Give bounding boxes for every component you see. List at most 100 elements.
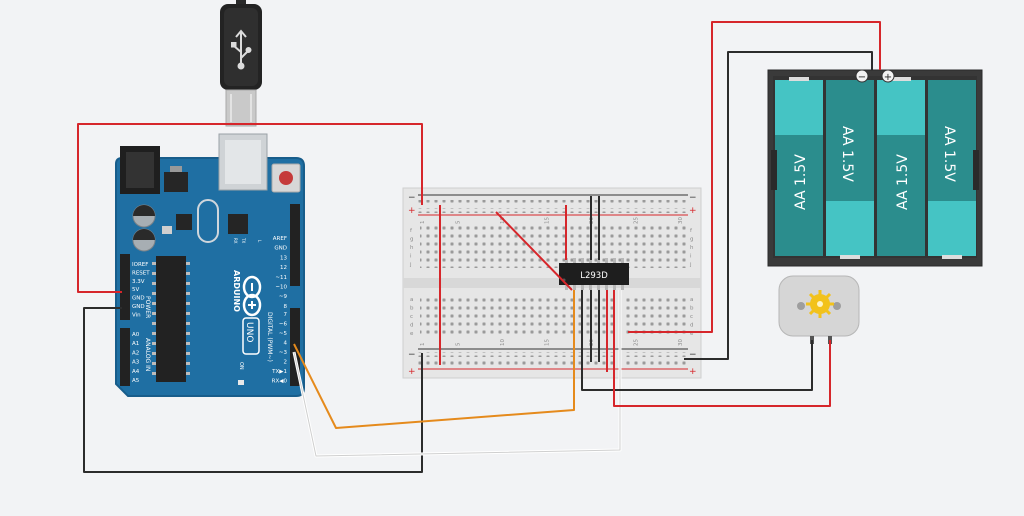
pin-label: 8 bbox=[284, 304, 288, 310]
breadboard-column-number: 5 bbox=[456, 220, 462, 224]
cell-2-label: AA 1.5V bbox=[839, 126, 855, 182]
arduino-board[interactable]: ARDUINO UNO DIGITAL (PWM~) POWER ANALOG … bbox=[115, 133, 305, 397]
l293d-chip[interactable]: L293D bbox=[559, 258, 629, 290]
on-led bbox=[238, 380, 244, 385]
wire-motor-black[interactable] bbox=[581, 290, 813, 391]
wire-motor-red[interactable] bbox=[613, 290, 831, 407]
terminal-plus[interactable]: + bbox=[881, 69, 895, 83]
analog-pin-label: A5 bbox=[132, 378, 140, 384]
power-pin-label: 5V bbox=[132, 287, 139, 293]
power-pin-label: Vin bbox=[132, 312, 141, 318]
breadboard-column-number: 25 bbox=[634, 339, 640, 346]
breadboard-row-label: d bbox=[690, 323, 694, 329]
breadboard-column-number: 30 bbox=[678, 217, 684, 224]
breadboard-column-number: 30 bbox=[678, 339, 684, 346]
breadboard-row-label: c bbox=[690, 314, 693, 320]
pin-label: ~3 bbox=[279, 350, 288, 356]
reset-button[interactable] bbox=[271, 163, 301, 193]
brand-label: ARDUINO bbox=[232, 270, 241, 312]
wires bbox=[77, 21, 881, 473]
pin-label: RX◀0 bbox=[272, 379, 288, 385]
analog-pin-label: A4 bbox=[132, 369, 140, 375]
analog-label: ANALOG IN bbox=[144, 338, 151, 371]
breadboard-column-number: 15 bbox=[545, 217, 551, 224]
rail-plus-left: + bbox=[408, 206, 416, 216]
analog-pin-label: A1 bbox=[132, 341, 139, 347]
breadboard-row-label: h bbox=[410, 245, 414, 251]
rail-plus-bottom-right: + bbox=[689, 367, 697, 377]
wire-battery-minus[interactable] bbox=[684, 51, 873, 360]
usb-cable[interactable] bbox=[220, 0, 262, 127]
rail-minus-right: − bbox=[689, 193, 697, 203]
arduino-logo bbox=[242, 275, 262, 317]
rx-led-label: RX bbox=[233, 238, 238, 244]
cell-3-label: AA 1.5V bbox=[895, 154, 911, 210]
analog-pin-label: A3 bbox=[132, 360, 140, 366]
analog-pin-label: A0 bbox=[132, 332, 140, 338]
power-pin-label: 3.3V bbox=[132, 279, 145, 285]
breadboard-row-label: f bbox=[690, 228, 693, 234]
battery-pack[interactable]: AA 1.5V AA 1.5V AA 1.5V AA 1.5V − bbox=[767, 69, 983, 267]
pin-label: ~5 bbox=[279, 331, 288, 337]
on-label: ON bbox=[238, 362, 244, 370]
pin-label: ~11 bbox=[275, 275, 287, 281]
breadboard-row-label: j bbox=[409, 262, 412, 268]
battery-cell-1: AA 1.5V bbox=[775, 77, 823, 256]
breadboard-row-label: a bbox=[690, 297, 693, 303]
breadboard-column-number: 15 bbox=[545, 339, 551, 346]
wire-battery-plus[interactable] bbox=[628, 21, 881, 333]
cell-4-label: AA 1.5V bbox=[941, 126, 957, 182]
rail-minus-left: − bbox=[408, 193, 416, 203]
breadboard-row-label: e bbox=[410, 331, 414, 337]
breadboard[interactable]: abcdefghijabcdefghij11551010151520202525… bbox=[402, 187, 702, 379]
power-pin-label: RESET bbox=[132, 270, 150, 276]
cell-1-label: AA 1.5V bbox=[793, 154, 809, 210]
l-led-label: L bbox=[257, 240, 262, 243]
wire-orange-pin4[interactable] bbox=[293, 290, 575, 429]
breadboard-row-label: e bbox=[690, 331, 694, 337]
rail-minus-bottom-left: − bbox=[408, 350, 416, 360]
breadboard-row-label: h bbox=[690, 245, 694, 251]
power-pin-label: IOREF bbox=[132, 262, 148, 268]
breadboard-row-label: c bbox=[410, 314, 413, 320]
battery-cell-4: AA 1.5V bbox=[928, 80, 976, 259]
pin-label: 2 bbox=[284, 360, 288, 366]
dc-motor[interactable] bbox=[778, 275, 860, 344]
pin-label: 13 bbox=[280, 255, 287, 261]
breadboard-row-label: i bbox=[690, 254, 692, 260]
wire-chip-diag[interactable] bbox=[495, 211, 573, 291]
breadboard-column-number: 25 bbox=[634, 217, 640, 224]
pin-label: 7 bbox=[284, 312, 288, 318]
wire-gnd-to-rail[interactable] bbox=[83, 307, 423, 473]
breadboard-column-number: 10 bbox=[500, 339, 506, 346]
digital-label: DIGITAL (PWM~) bbox=[266, 312, 273, 362]
pin-label: 12 bbox=[280, 265, 287, 271]
breadboard-row-label: g bbox=[410, 237, 414, 243]
power-header[interactable] bbox=[120, 254, 130, 320]
breadboard-column-number: 20 bbox=[589, 339, 595, 346]
analog-pin-label: A2 bbox=[132, 350, 139, 356]
rail-plus-right: + bbox=[689, 206, 697, 216]
breadboard-column-number: 5 bbox=[456, 342, 462, 346]
microcontroller-chip bbox=[156, 256, 186, 382]
tx-led-label: TX bbox=[241, 237, 246, 243]
terminal-minus[interactable]: − bbox=[855, 69, 869, 83]
rail-plus-bottom-left: + bbox=[408, 367, 416, 377]
power-pin-label: GND bbox=[132, 296, 145, 302]
wire-white-pin3-edge bbox=[293, 290, 621, 457]
wire-3v3-to-rail[interactable] bbox=[77, 123, 423, 293]
breadboard-row-label: d bbox=[410, 323, 414, 329]
analog-header[interactable] bbox=[120, 328, 130, 386]
breadboard-column-number: 1 bbox=[420, 343, 426, 347]
chip-label: L293D bbox=[580, 271, 608, 281]
pin-label: ~6 bbox=[279, 322, 288, 328]
rail-minus-bottom-right: − bbox=[689, 350, 697, 360]
breadboard-row-label: g bbox=[690, 237, 694, 243]
breadboard-column-number: 20 bbox=[589, 217, 595, 224]
pin-label: AREF bbox=[273, 236, 287, 242]
motor-gear-icon bbox=[806, 290, 834, 318]
breadboard-row-label: i bbox=[410, 254, 412, 260]
model-label: UNO bbox=[244, 322, 254, 342]
digital-header-top[interactable] bbox=[290, 204, 300, 286]
